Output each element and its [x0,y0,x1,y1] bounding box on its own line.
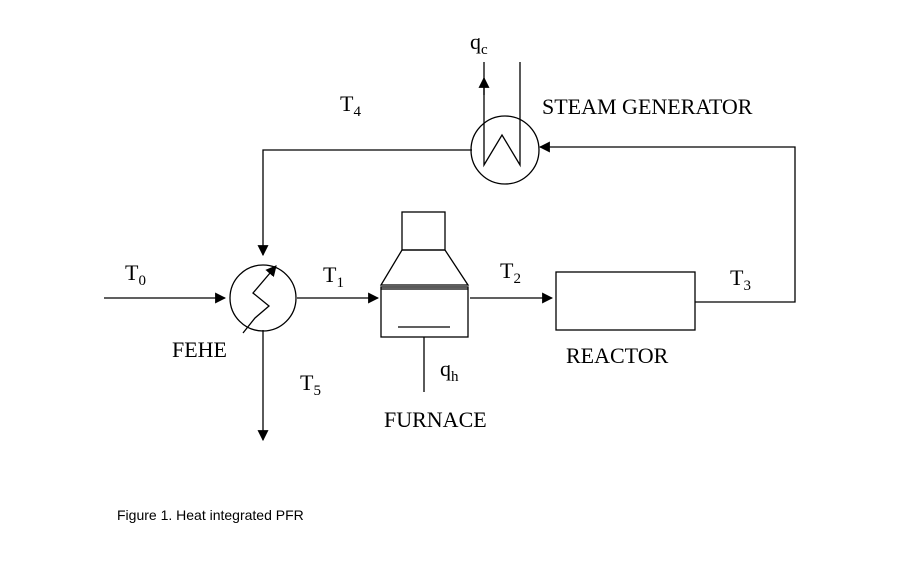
furnace-hood [379,249,470,286]
stream-t3-line [538,141,796,303]
fehe-coil [242,265,277,334]
furnace-stack [401,211,446,251]
fehe-exchanger [229,264,297,332]
steam-generator-label: STEAM GENERATOR [542,94,753,119]
figure-caption: Figure 1. Heat integrated PFR [117,507,304,523]
t5-label: T5 [300,370,321,399]
steam-generator-coil [483,62,521,168]
furnace-label: FURNACE [384,407,487,432]
stream-t4-line [257,149,472,257]
t3-label: T3 [730,265,751,294]
t4-label: T4 [340,91,361,120]
qc-label: qc [470,29,488,58]
furnace-firebox [380,286,469,338]
fehe-label: FEHE [172,337,227,362]
reactor-vessel [555,271,696,331]
steam-generator [470,115,540,185]
t0-label: T0 [125,260,146,289]
t1-label: T1 [323,262,344,291]
reactor-label: REACTOR [566,343,669,368]
qh-label: qh [440,356,459,385]
t2-label: T2 [500,258,521,287]
